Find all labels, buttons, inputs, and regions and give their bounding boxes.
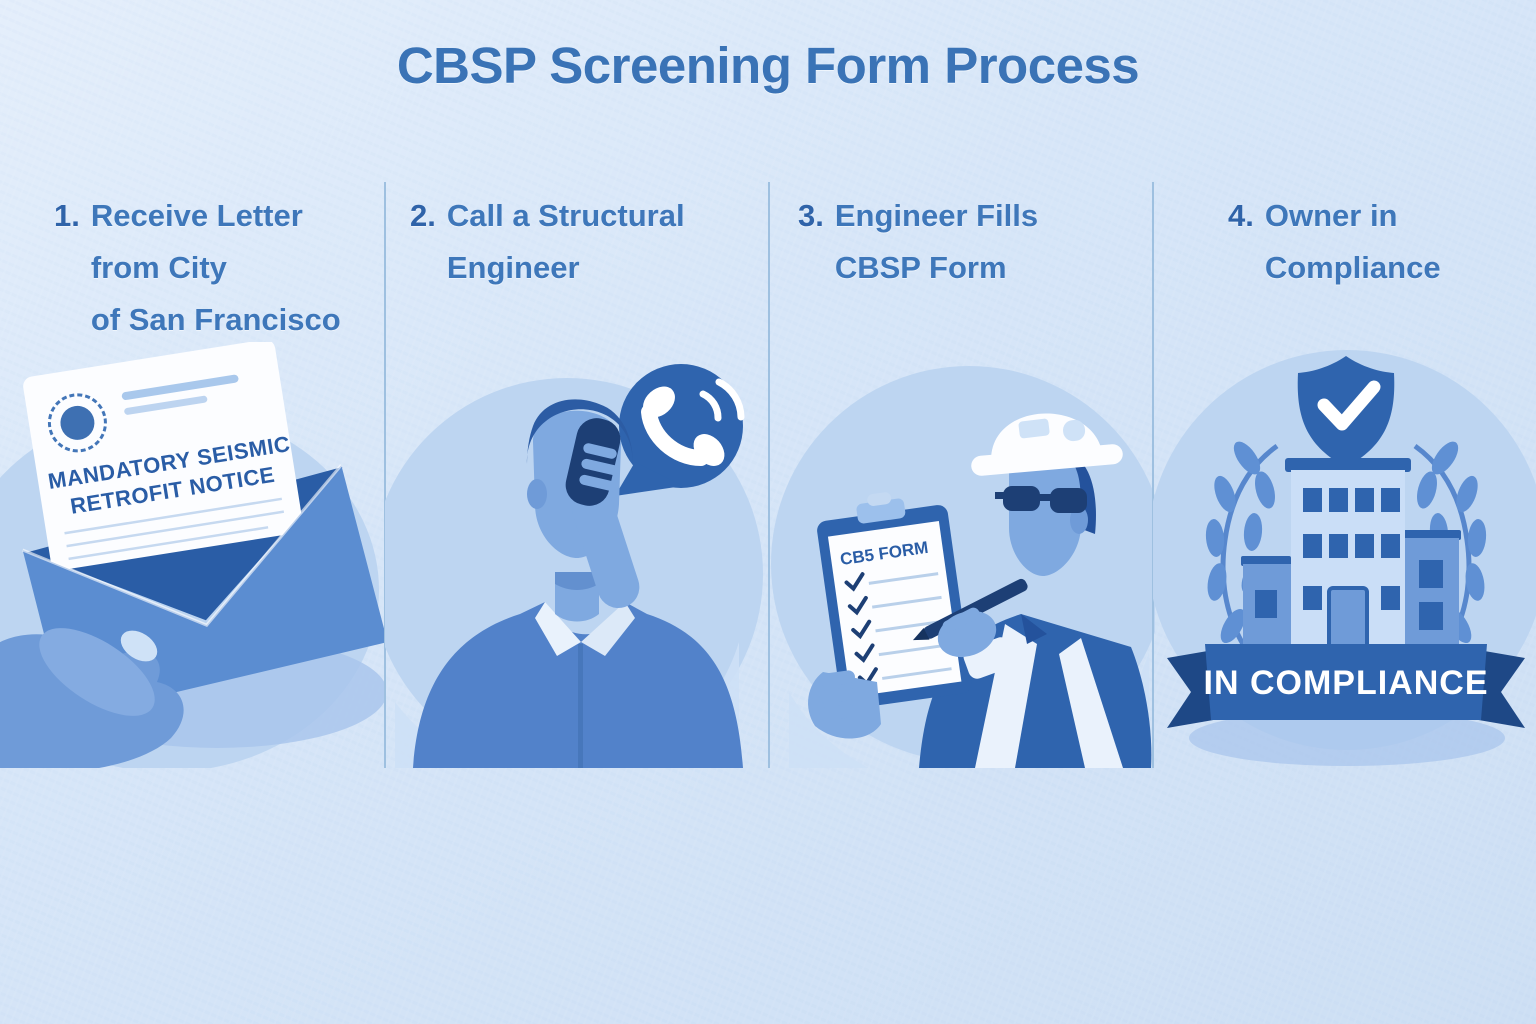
holding-hand [808,670,881,739]
compliance-illustration: IN COMPLIANCE [1153,350,1536,766]
finger [583,443,617,459]
page-title: CBSP Screening Form Process [396,37,1140,94]
forearm [572,489,640,609]
process-steps: 1. Receive Letter from City of San Franc… [0,182,1536,768]
step-2-heading: 2. Call a Structural Engineer [386,182,768,294]
finger [579,474,617,492]
checkmark-icon [854,643,875,663]
step-4-illustration: IN COMPLIANCE [1153,342,1536,768]
thumbnail [120,630,158,662]
ribbon-band [1205,644,1487,720]
finger [942,607,980,633]
step-1-illustration: MANDATORY SEISMIC RETROFIT NOTICE [0,342,385,768]
step-3-illustration: CB5 FORM [769,342,1155,768]
step-label: Owner in Compliance [1264,198,1441,286]
collar [1021,614,1047,644]
step-number: 3. [798,198,824,233]
step-3-heading: 3. Engineer Fills CBSP Form [770,182,1152,294]
ribbon-banner: IN COMPLIANCE [1167,644,1525,728]
step-column-1: 1. Receive Letter from City of San Franc… [0,182,385,768]
notice-letter: MANDATORY SEISMIC RETROFIT NOTICE [23,342,303,571]
vest-stripe-left [975,624,1037,768]
step-column-2: 2. Call a Structural Engineer [384,182,768,768]
engineer-illustration: CB5 FORM [771,366,1155,768]
seal-icon [47,393,107,453]
right-wing [1405,538,1459,660]
step-number: 1. [54,198,80,233]
phone-handset-icon [641,386,725,466]
windows [1303,488,1400,610]
checkmark-icon [851,619,872,640]
step-label: Call a Structural Engineer [446,198,685,286]
phone-call-illustration [385,364,763,768]
writing-hand [912,578,1028,679]
step-number: 4. [1228,198,1254,233]
clipboard-clip [856,498,906,524]
bubble-tail [615,462,683,496]
vest-stripe-right [1059,638,1123,768]
banner-text: IN COMPLIANCE [1204,664,1489,702]
cornice [1285,458,1411,472]
step-1-heading: 1. Receive Letter from City of San Franc… [0,182,384,346]
step-label: Engineer Fills CBSP Form [834,198,1039,286]
speech-bubble [615,364,745,496]
checkmark-icon [847,595,868,616]
clipboard-icon: CB5 FORM [817,492,972,710]
thumb [39,628,155,716]
checkmark-icon [844,572,865,592]
face [1009,450,1083,576]
man-on-phone [413,399,743,768]
building-icon [1241,458,1461,662]
hair [526,399,633,464]
step-4-heading: 4. Owner in Compliance [1154,182,1536,294]
seal-icon-center [60,405,95,440]
engineer [853,413,1152,768]
step-column-4: 4. Owner in Compliance [1152,182,1536,768]
step-number: 2. [410,198,436,233]
envelope-illustration: MANDATORY SEISMIC RETROFIT NOTICE [0,342,385,768]
shield-check-icon [1297,356,1395,467]
hair [1065,452,1096,534]
finger [581,458,619,476]
collar-right [581,602,635,656]
hard-hat-brim [971,444,1123,476]
glasses-icon [995,486,1087,513]
clipboard-paper [827,521,962,698]
step-column-3: 3. Engineer Fills CBSP Form [768,182,1155,768]
shadow-ellipse [1189,710,1505,766]
step-label: Receive Letter from City of San Francisc… [90,198,341,338]
signal-waves-icon [699,378,745,422]
collar-left [535,602,581,656]
ear [527,479,547,509]
step-2-illustration [385,342,771,768]
hand [0,628,184,768]
